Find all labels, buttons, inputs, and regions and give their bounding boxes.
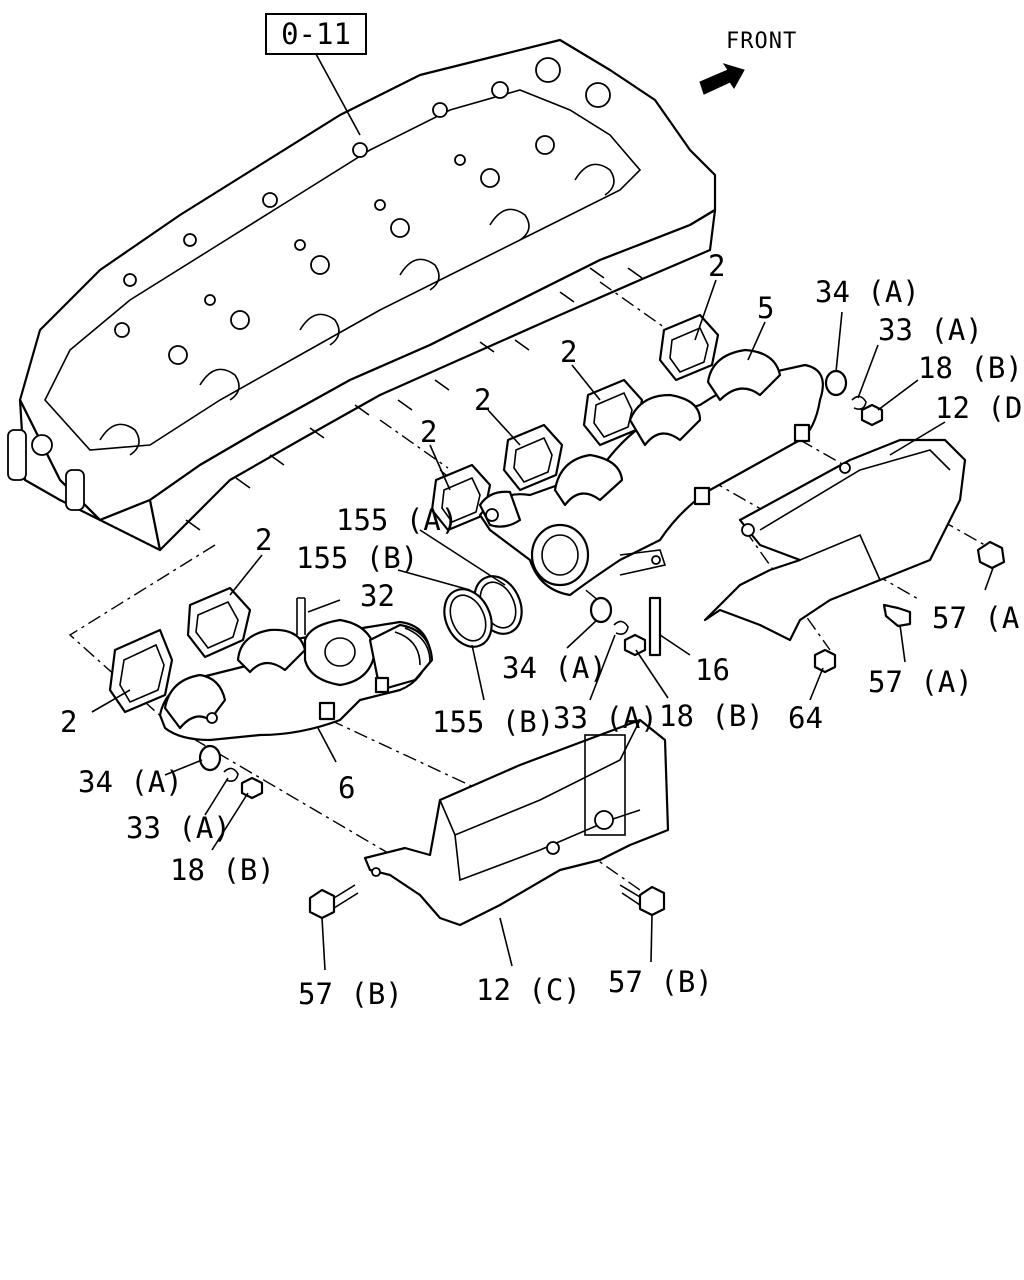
cylinder-head — [7, 38, 717, 552]
callout-2-d: 2 — [420, 415, 437, 449]
gasket-upper-3 — [502, 423, 564, 492]
callout-5: 5 — [757, 291, 774, 325]
callout-16: 16 — [695, 653, 730, 687]
callout-34a-mid: 34 (A) — [502, 651, 607, 685]
bolt-57a-mid — [882, 603, 912, 628]
callout-2-b: 2 — [560, 335, 577, 369]
callout-57b-left: 57 (B) — [298, 977, 403, 1011]
bolt-57a-right — [976, 540, 1006, 570]
seal-rings-155 — [443, 575, 523, 648]
clip-33a-mid — [613, 620, 629, 635]
bushing-34a-left — [198, 744, 222, 772]
gasket-upper-1 — [658, 313, 720, 382]
front-direction: FRONT — [699, 29, 797, 95]
bushing-34a-top — [824, 369, 848, 397]
callout-2-c: 2 — [474, 383, 491, 417]
callout-33a-mid: 33 (A) — [553, 701, 658, 735]
callout-12d: 12 (D) — [935, 391, 1024, 425]
nut-18b-left — [240, 776, 264, 800]
bolt-57b-right — [619, 884, 666, 917]
leader-lines — [91, 279, 994, 971]
callout-18b-top: 18 (B) — [918, 351, 1023, 385]
callout-2-f: 2 — [60, 705, 77, 739]
callout-64: 64 — [788, 701, 823, 735]
front-arrow-icon — [699, 63, 745, 95]
callout-57b-right: 57 (B) — [608, 965, 713, 999]
heat-shield-12c — [363, 718, 670, 927]
callout-2-a: 2 — [708, 249, 725, 283]
callout-2-e: 2 — [255, 523, 272, 557]
clip-33a-left — [223, 767, 239, 782]
stud-16 — [648, 596, 662, 657]
callout-57a-mid: 57 (A) — [868, 665, 973, 699]
bolt-57b-left — [308, 884, 359, 920]
clip-33a-top — [851, 395, 867, 410]
callout-155b-bottom: 155 (B) — [432, 705, 554, 739]
bushing-34a-mid — [589, 596, 613, 624]
nut-18b-mid — [623, 633, 647, 657]
heat-shield-12d — [703, 438, 967, 642]
exhaust-manifold-rear — [478, 348, 824, 597]
nut-64 — [813, 648, 837, 674]
callout-57a-right: 57 (A) — [932, 601, 1024, 635]
exhaust-manifold-front — [158, 597, 434, 742]
reference-box-label: 0-11 — [281, 17, 351, 51]
callout-33a-left: 33 (A) — [126, 811, 231, 845]
callout-155a: 155 (A) — [336, 503, 458, 537]
gasket-lower-1 — [186, 586, 252, 659]
callout-labels: 2 2 2 2 2 2 5 34 (A) 33 (A) 18 (B) 12 (D… — [60, 249, 1024, 1011]
nut-18b-top — [860, 403, 884, 427]
callout-6: 6 — [338, 771, 355, 805]
reference-box: 0-11 — [265, 13, 367, 136]
front-label: FRONT — [726, 29, 797, 54]
callout-32: 32 — [360, 579, 395, 613]
gasket-lower-2 — [108, 628, 174, 714]
callout-33a-top: 33 (A) — [878, 313, 983, 347]
callout-155b-top: 155 (B) — [296, 541, 418, 575]
callout-34a-top: 34 (A) — [815, 275, 920, 309]
callout-18b-mid: 18 (B) — [659, 699, 764, 733]
callout-18b-left: 18 (B) — [170, 853, 275, 887]
callout-34a-left: 34 (A) — [78, 765, 183, 799]
callout-12c: 12 (C) — [476, 973, 581, 1007]
